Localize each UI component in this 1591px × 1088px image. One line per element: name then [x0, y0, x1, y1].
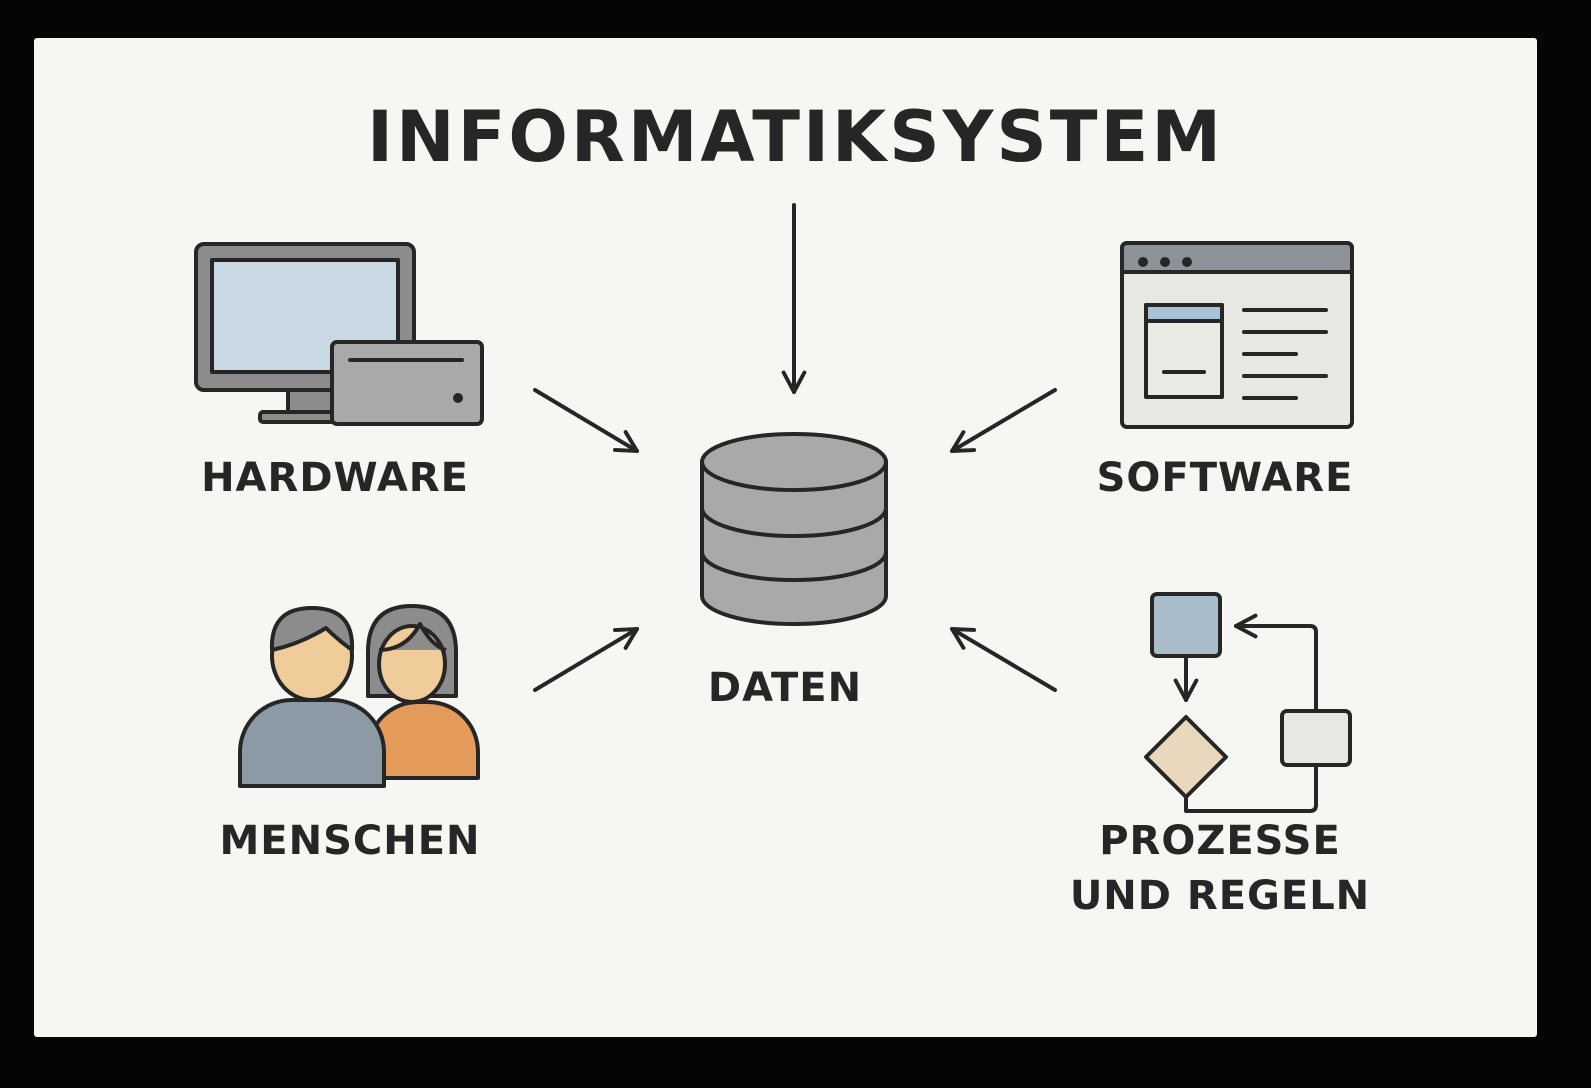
- prozesse-label-line1: PROZESSE: [1099, 818, 1341, 864]
- flow-decision: [1144, 715, 1228, 799]
- daten-label: DATEN: [707, 665, 863, 711]
- man-hair: [269, 606, 355, 652]
- database-icon: [700, 432, 888, 626]
- software-label: SOFTWARE: [1096, 455, 1354, 501]
- man-body: [238, 698, 386, 788]
- arrow-menschen-to-daten: [533, 627, 639, 692]
- hardware-label: HARDWARE: [201, 455, 469, 501]
- arrow-hardware-to-daten: [533, 388, 639, 453]
- computer-icon: [194, 242, 484, 426]
- flowchart-icon: [1144, 592, 1352, 813]
- monitor-screen: [210, 258, 400, 374]
- application-window-icon: [1120, 241, 1354, 429]
- arrow-software-to-daten: [950, 388, 1057, 453]
- arrow-prozesse-to-daten: [950, 627, 1057, 692]
- diagram-title: INFORMATIKSYSTEM: [366, 96, 1225, 178]
- menschen-label: MENSCHEN: [219, 818, 481, 864]
- flow-process-box: [1280, 709, 1352, 767]
- people-icon: [238, 604, 480, 788]
- desktop-tower: [330, 340, 484, 426]
- prozesse-label-line2: UND REGELN: [1069, 873, 1371, 919]
- flow-start-box: [1150, 592, 1222, 658]
